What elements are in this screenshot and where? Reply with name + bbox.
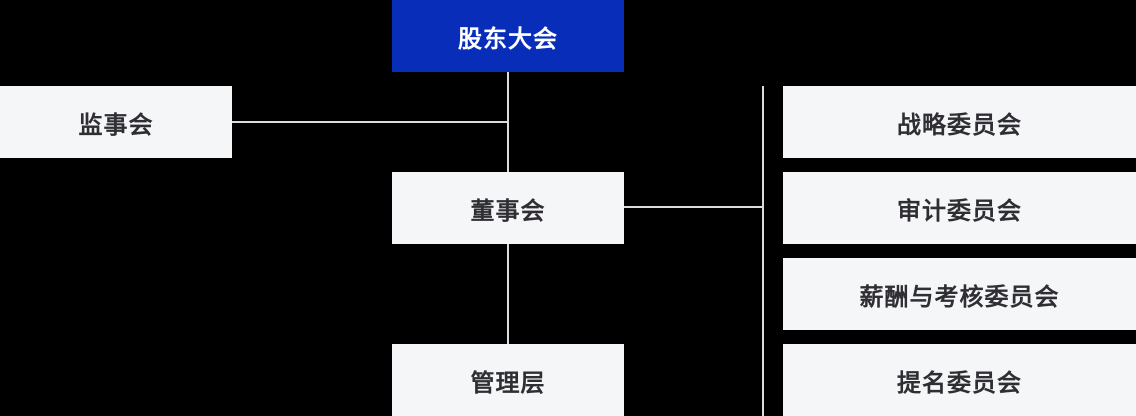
node-board-of-directors-label: 董事会	[470, 197, 546, 225]
node-shareholders-meeting-label: 股东大会	[458, 25, 558, 53]
connector-committee-spine	[762, 86, 764, 416]
node-audit-committee: 审计委员会	[783, 172, 1136, 244]
node-management-label: 管理层	[470, 369, 546, 397]
node-remuneration-assessment-committee-label: 薪酬与考核委员会	[859, 283, 1060, 311]
connector-board-to-committee-spine	[624, 206, 764, 208]
node-shareholders-meeting: 股东大会	[392, 0, 624, 72]
node-supervisory-board: 监事会	[0, 86, 232, 158]
node-nomination-committee: 提名委员会	[783, 344, 1136, 416]
connector-supervisory-to-spine	[232, 121, 509, 123]
node-board-of-directors: 董事会	[392, 172, 624, 244]
node-audit-committee-label: 审计委员会	[897, 197, 1022, 225]
node-strategy-committee-label: 战略委员会	[897, 111, 1022, 139]
node-remuneration-assessment-committee: 薪酬与考核委员会	[783, 258, 1136, 330]
connector-board-to-management	[507, 244, 509, 344]
node-nomination-committee-label: 提名委员会	[897, 369, 1022, 397]
node-supervisory-board-label: 监事会	[78, 111, 154, 139]
node-strategy-committee: 战略委员会	[783, 86, 1136, 158]
node-management: 管理层	[392, 344, 624, 416]
